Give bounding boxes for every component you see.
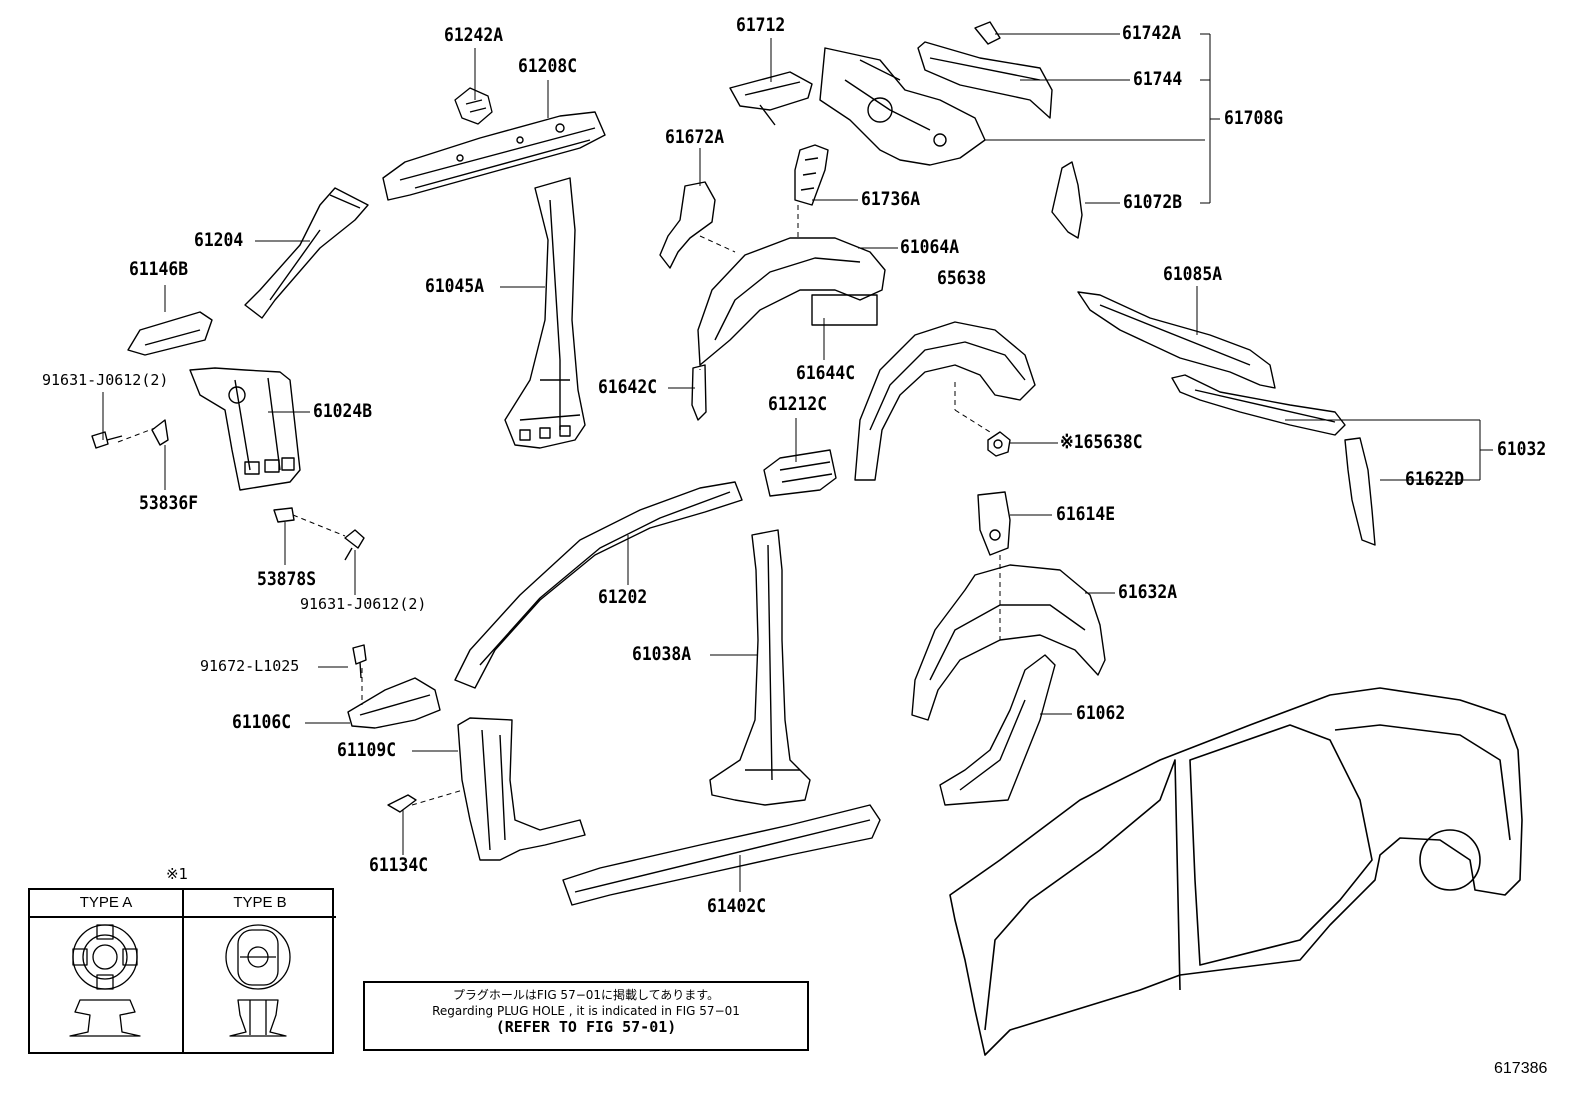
label-61038A[interactable]: 61038A [632,643,692,665]
part-61642C [691,364,707,421]
part-61736A [794,144,829,206]
label-61632A[interactable]: 61632A [1118,581,1178,603]
part-53836F [151,419,169,446]
label-61146B[interactable]: 61146B [129,258,189,280]
label-61212C[interactable]: 61212C [768,393,828,415]
legend-type-a-icon [69,924,141,1037]
part-screw-bot [344,529,365,561]
clip-type-legend: TYPE A TYPE B [28,888,336,1054]
part-61032-upper [1171,374,1346,436]
label-65638C[interactable]: ※165638C [1060,431,1143,453]
label-61736A[interactable]: 61736A [861,188,921,210]
part-61708G-assy [819,47,986,166]
label-61642C[interactable]: 61642C [598,376,658,398]
label-53878S[interactable]: 53878S [257,568,317,590]
part-61672A [659,181,716,269]
legend-type-a-header: TYPE A [30,890,182,918]
label-65638[interactable]: 65638 [937,267,987,289]
label-91631-J0612-top[interactable]: 91631-J0612(2) [42,371,169,389]
part-61212C [763,449,837,497]
part-61062 [939,654,1056,806]
note-line-japanese: プラグホールはFIG 57−01に掲載してあります。 [452,988,720,1002]
dashed-connectors [117,205,1001,806]
part-61744 [917,41,1053,119]
part-61712 [729,71,813,126]
part-65638C [987,431,1011,457]
part-61106C [347,677,441,729]
label-61708G[interactable]: 61708G [1224,107,1284,129]
label-61064A[interactable]: 61064A [900,236,960,258]
part-61045A [504,177,586,449]
part-91672-bolt [352,644,367,679]
part-53878S [273,507,295,523]
part-screw-top [91,431,123,449]
plug-hole-note: プラグホールはFIG 57−01に掲載してあります。 Regarding PLU… [363,981,809,1051]
label-61744[interactable]: 61744 [1133,68,1183,90]
legend-type-b-header: TYPE B [184,890,336,918]
part-61064A [697,237,886,366]
label-61644C[interactable]: 61644C [796,362,856,384]
label-61134C[interactable]: 61134C [369,854,429,876]
note-reference[interactable]: (REFER TO FIG 57-01) [495,1018,677,1036]
part-65638 [854,321,1036,481]
label-91631-J0612-bottom[interactable]: 91631-J0612(2) [300,595,427,613]
label-61712[interactable]: 61712 [736,14,786,36]
label-61614E[interactable]: 61614E [1056,503,1116,525]
label-61204[interactable]: 61204 [194,229,244,251]
part-61024B [189,367,301,491]
label-61242A[interactable]: 61242A [444,24,504,46]
label-61672A[interactable]: 61672A [665,126,725,148]
label-61622D[interactable]: 61622D [1405,468,1465,490]
label-61045A[interactable]: 61045A [425,275,485,297]
part-61038A [709,529,811,806]
part-61614E [977,491,1011,556]
label-61032[interactable]: 61032 [1497,438,1547,460]
part-61202 [454,481,743,689]
label-61208C[interactable]: 61208C [518,55,578,77]
label-91672-L1025[interactable]: 91672-L1025 [200,657,300,675]
part-61072B [1051,161,1083,239]
part-61242A [454,87,493,125]
label-61106C[interactable]: 61106C [232,711,292,733]
label-61085A[interactable]: 61085A [1163,263,1223,285]
figure-number: 617386 [1494,1060,1548,1077]
part-61402C [562,804,881,906]
part-61742A [974,21,1001,45]
label-61742A[interactable]: 61742A [1122,22,1182,44]
part-body-side-panel [949,687,1523,1056]
part-61632A [911,564,1106,721]
part-61146B [127,311,213,356]
leader-lines [102,33,1493,892]
label-61402C[interactable]: 61402C [707,895,767,917]
label-61202[interactable]: 61202 [598,586,648,608]
label-61109C[interactable]: 61109C [337,739,397,761]
legend-mark: ※1 [166,865,189,883]
part-61085A [1077,291,1276,389]
note-line-english: Regarding PLUG HOLE , it is indicated in… [432,1004,740,1018]
label-61072B[interactable]: 61072B [1123,191,1183,213]
label-61062[interactable]: 61062 [1076,702,1126,724]
legend-divider [182,890,184,1052]
part-61204 [244,187,369,319]
label-53836F[interactable]: 53836F [139,492,199,514]
label-61024B[interactable]: 61024B [313,400,373,422]
legend-type-b-icon [225,924,291,1037]
part-61134C [387,794,417,813]
part-61109C [457,717,586,861]
part-61208C [382,111,606,201]
part-61622D [1344,437,1376,546]
